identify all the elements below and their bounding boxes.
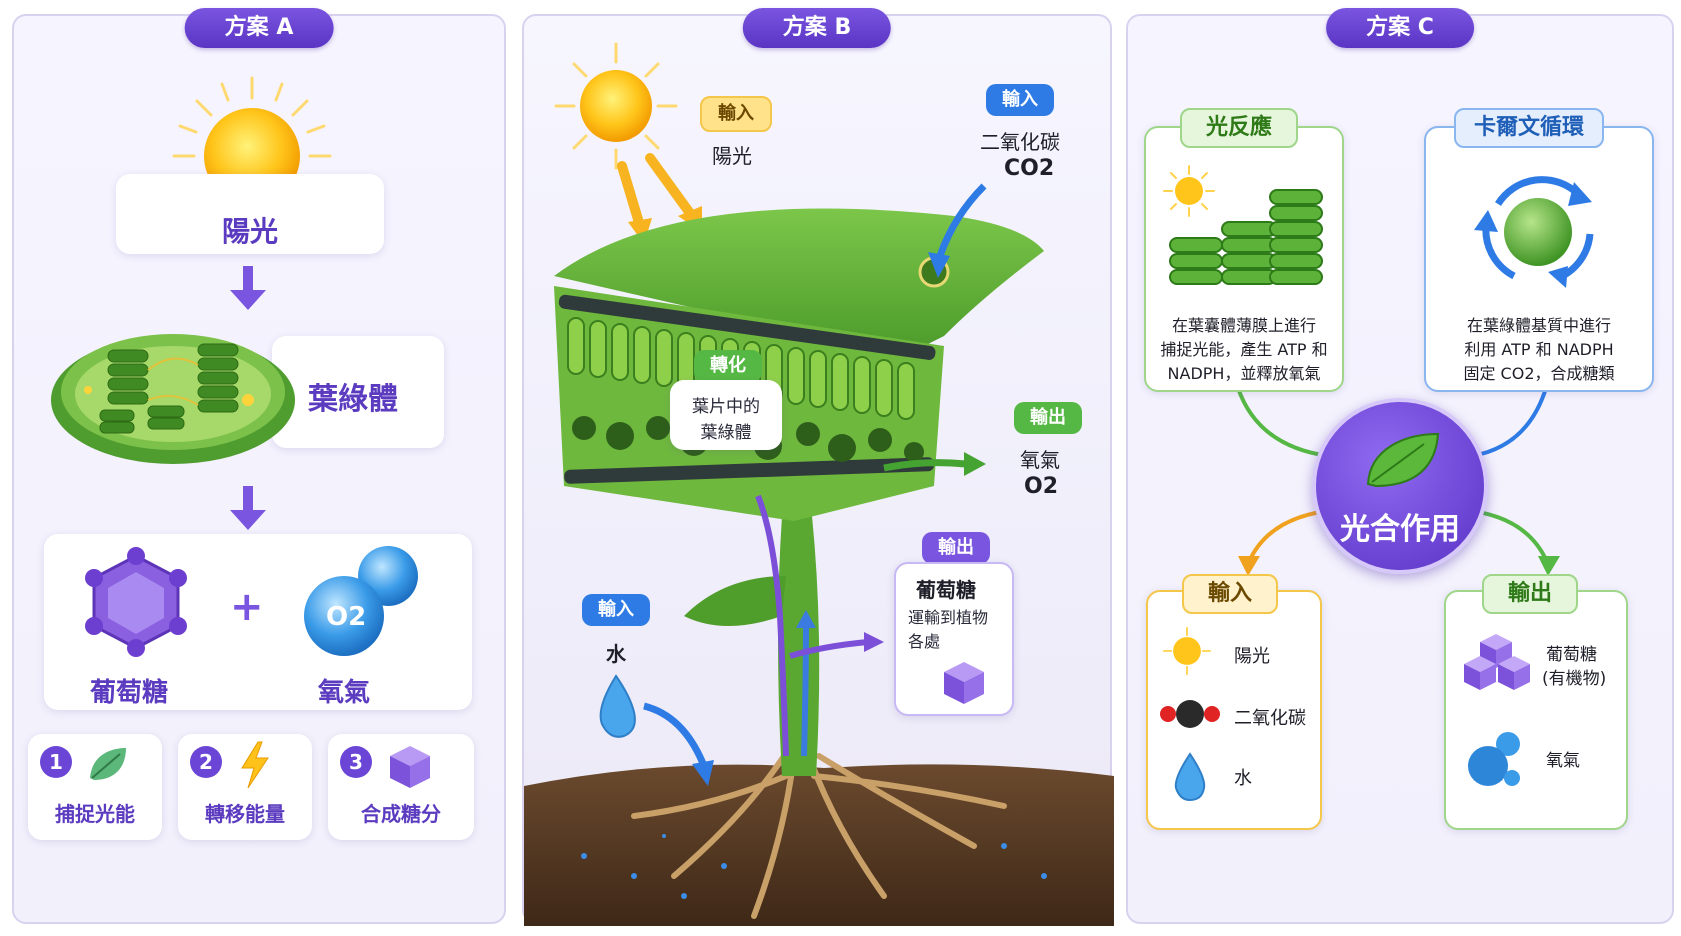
leaf-icon [1366, 432, 1440, 488]
output-item: 氧氣 [1546, 751, 1580, 771]
lightning-icon [241, 741, 269, 789]
glucose-icon [85, 547, 187, 657]
input-item: 陽光 [1234, 646, 1270, 667]
output-glucose-desc-2: 各處 [908, 632, 941, 651]
sun-icon [1163, 165, 1215, 217]
sunlight-card: 陽光 [116, 174, 384, 254]
calvin-cycle-title: 卡爾文循環 [1454, 108, 1605, 148]
center-label: 光合作用 [1340, 512, 1460, 547]
o2-symbol: O2 [326, 602, 367, 632]
chloroplast-card: 葉綠體 [272, 336, 444, 448]
output-glucose-card: 葡萄糖 運輸到植物 各處 [894, 562, 1014, 716]
step-label: 合成糖分 [361, 802, 441, 826]
oxygen-molecule-icon [304, 546, 418, 656]
output-glucose-tag: 輸出 [922, 532, 990, 564]
cycle-icon [1474, 176, 1594, 288]
thylakoid-stack-icon [1169, 189, 1323, 285]
output-glucose-name: 葡萄糖 [916, 578, 976, 602]
output-o2-formula: O2 [1024, 474, 1059, 499]
outputs-title: 輸出 [1482, 574, 1579, 614]
light-reaction-line: NADPH，並釋放氧氣 [1167, 364, 1321, 383]
light-reaction-card: 在葉囊體薄膜上進行 捕捉光能，產生 ATP 和 NADPH，並釋放氧氣 [1144, 126, 1344, 392]
light-reaction-line: 捕捉光能，產生 ATP 和 [1160, 340, 1328, 359]
input-item: 二氧化碳 [1234, 708, 1306, 729]
plus-sign: + [230, 584, 264, 630]
inputs-title: 輸入 [1182, 574, 1279, 614]
panel-a-tab[interactable]: 方案 A [184, 8, 334, 48]
glucose-cubes-icon [1464, 634, 1530, 690]
output-glucose-desc-1: 運輸到植物 [908, 608, 989, 627]
arrow-down-icon [230, 486, 266, 530]
step-number: 2 [190, 746, 222, 778]
input-co2-name: 二氧化碳 [980, 130, 1060, 154]
outputs-card: 葡萄糖 (有機物) 氧氣 [1444, 590, 1628, 830]
light-reaction-line: 在葉囊體薄膜上進行 [1171, 316, 1316, 335]
step-label: 捕捉光能 [55, 802, 135, 826]
output-o2-name: 氧氣 [1020, 448, 1060, 472]
glucose-label: 葡萄糖 [90, 678, 169, 708]
products-card: + O2 葡萄糖 氧氣 [44, 534, 472, 710]
panel-a: 方案 A 陽光 葉綠體 [12, 8, 506, 924]
panel-b-tab[interactable]: 方案 B [742, 8, 892, 48]
co2-molecule-icon [1160, 700, 1220, 728]
oxygen-label: 氧氣 [318, 678, 371, 708]
sun-icon [1162, 626, 1212, 676]
calvin-line: 固定 CO2，合成糖類 [1463, 364, 1615, 383]
input-co2-tag: 輸入 [986, 84, 1054, 116]
water-drop-icon [1174, 752, 1206, 802]
calvin-line: 在葉綠體基質中進行 [1466, 316, 1611, 335]
convert-tag: 轉化 [694, 350, 762, 382]
glucose-cube-icon [944, 662, 984, 704]
step-card-3[interactable]: 3 合成糖分 [328, 734, 474, 840]
step-card-1[interactable]: 1 捕捉光能 [28, 734, 162, 840]
output-item: (有機物) [1542, 669, 1607, 689]
calvin-cycle-card: 在葉綠體基質中進行 利用 ATP 和 NADPH 固定 CO2，合成糖類 [1424, 126, 1654, 392]
convert-text-2: 葉綠體 [700, 423, 752, 443]
output-item: 葡萄糖 [1546, 645, 1597, 665]
input-water-tag: 輸入 [582, 594, 650, 626]
step-label: 轉移能量 [205, 802, 285, 826]
leaf-icon [90, 748, 126, 780]
inputs-card: 陽光 二氧化碳 水 [1146, 590, 1322, 830]
input-water-label: 水 [606, 642, 626, 666]
light-reaction-title: 光反應 [1180, 108, 1299, 148]
arrow-down-icon [230, 266, 266, 310]
input-sun-tag: 輸入 [700, 96, 772, 132]
oxygen-molecule-icon [1468, 732, 1520, 786]
panel-c-tab[interactable]: 方案 C [1326, 8, 1474, 48]
convert-card: 葉片中的 葉綠體 [670, 380, 782, 450]
output-o2-tag: 輸出 [1014, 402, 1082, 434]
panel-b: 方案 B [522, 8, 1114, 926]
input-item: 水 [1234, 768, 1252, 789]
chloroplast-illustration [51, 334, 295, 464]
input-co2-formula: CO2 [1004, 156, 1055, 181]
panel-c: 方案 C [1126, 8, 1674, 924]
sunlight-label: 陽光 [221, 215, 278, 248]
step-card-2[interactable]: 2 轉移能量 [178, 734, 312, 840]
input-sun-label: 陽光 [712, 144, 752, 168]
chloroplast-label: 葉綠體 [308, 382, 398, 417]
cube-icon [390, 746, 430, 788]
calvin-line: 利用 ATP 和 NADPH [1464, 340, 1614, 359]
step-number: 1 [40, 746, 72, 778]
convert-text-1: 葉片中的 [692, 397, 760, 417]
center-node[interactable]: 光合作用 [1312, 398, 1488, 574]
step-number: 3 [340, 746, 372, 778]
